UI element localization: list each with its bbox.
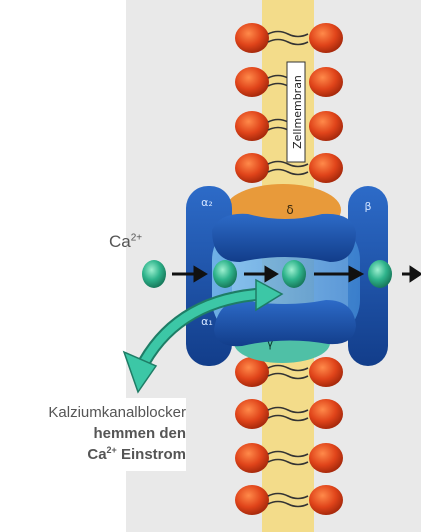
calcium-ion: [142, 260, 166, 288]
membrane-label-text: Zellmembran: [291, 75, 304, 149]
calcium-ion: [368, 260, 392, 288]
beta-label: β: [364, 200, 371, 213]
alpha2-label: α₂: [201, 196, 213, 209]
caption-line-2: hemmen den: [0, 423, 186, 444]
alpha1-label: α₁: [201, 315, 213, 328]
caption-line-3: Ca2+ Einstrom: [0, 444, 186, 465]
calcium-ion: [282, 260, 306, 288]
delta-label: δ: [286, 203, 293, 217]
alpha1-upper-block: [212, 214, 356, 262]
calcium-ion: [213, 260, 237, 288]
blocker-caption: Kalziumkanalblocker hemmen den Ca2+ Eins…: [0, 398, 186, 471]
membrane-label: Zellmembran: [287, 62, 305, 162]
alpha1-lower-block: [214, 300, 356, 346]
caption-line-1: Kalziumkanalblocker: [0, 402, 186, 423]
calcium-ion-label: Ca2+: [109, 232, 142, 252]
